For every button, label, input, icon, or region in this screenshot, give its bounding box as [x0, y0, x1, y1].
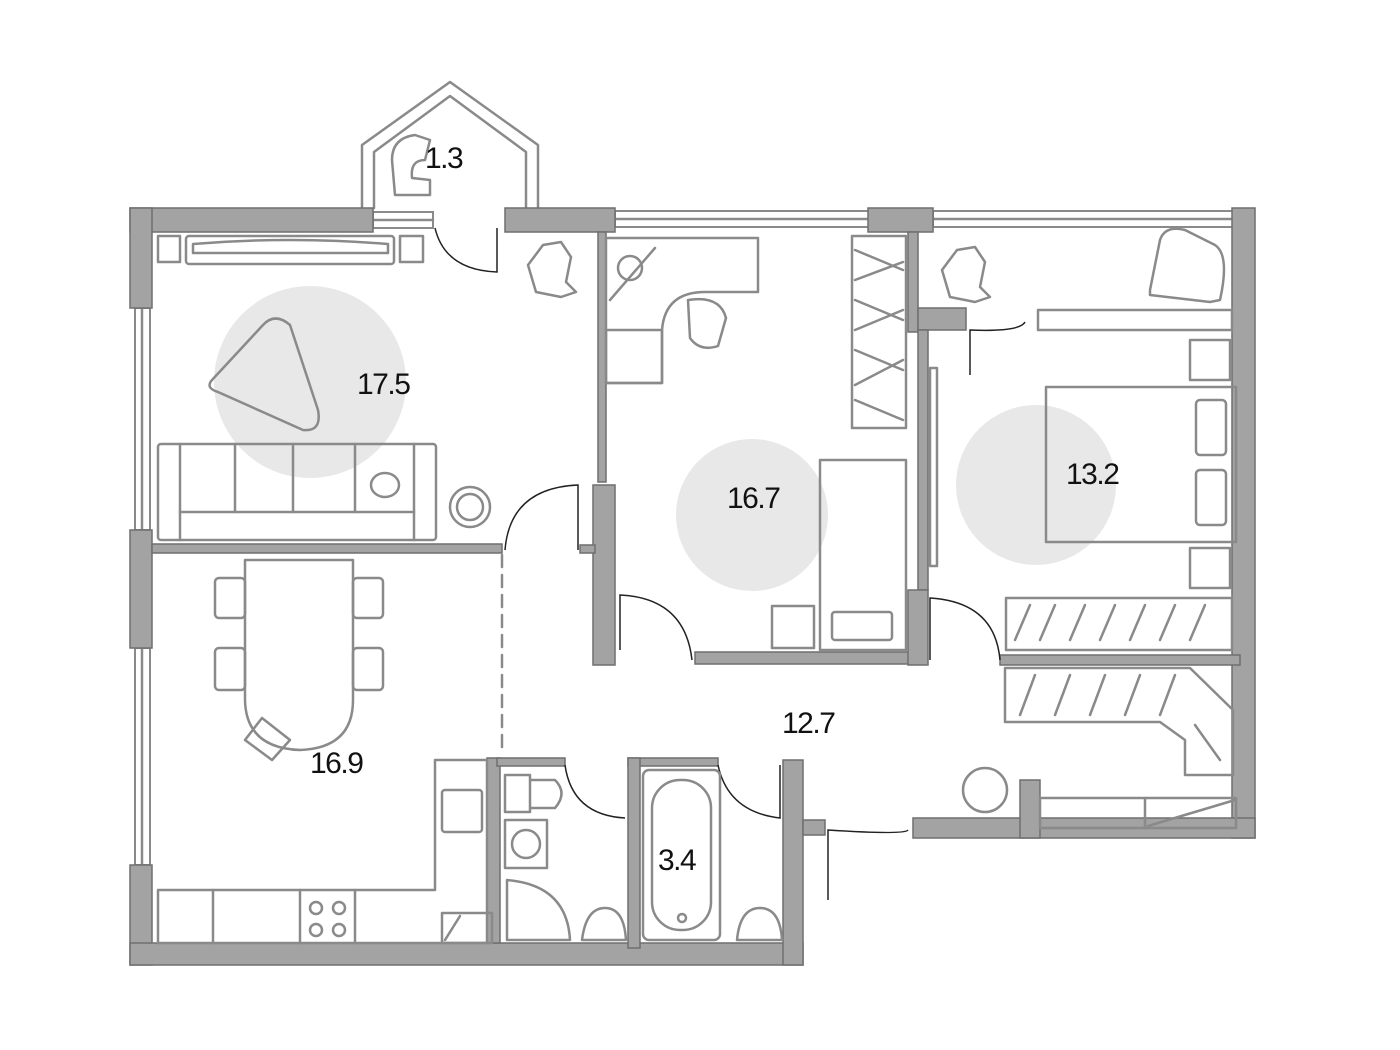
study-furniture [604, 234, 908, 652]
area-label-hallway: 12.7 [782, 707, 835, 740]
sofa [156, 442, 438, 542]
kitchen-furniture [156, 558, 494, 945]
office-chair [686, 297, 728, 349]
desk [604, 236, 760, 385]
sink-icon [580, 906, 628, 942]
washing-machine-icon [503, 818, 549, 870]
robot-vacuum-icon [448, 485, 492, 529]
balcony [360, 80, 540, 210]
bedroom-zone [956, 405, 1116, 565]
toilet-icon [503, 773, 563, 814]
bathtub-icon [641, 768, 722, 942]
hall-bedroom-door [929, 597, 1001, 661]
living-furniture [156, 234, 578, 542]
entrance-door [827, 829, 909, 900]
wardrobe-2 [1004, 596, 1234, 652]
bath-door [717, 764, 781, 819]
plant-icon-2 [940, 245, 992, 304]
toilet-door [564, 764, 626, 819]
stove-icon [308, 900, 347, 938]
chairs [213, 576, 385, 762]
bedroom-furniture [928, 227, 1238, 652]
wardrobe [850, 234, 908, 430]
doors[interactable] [434, 227, 1026, 900]
balcony-door [434, 227, 498, 273]
area-label-kitchen: 16.9 [310, 747, 363, 780]
area-label-balcony: 1.3 [425, 142, 463, 175]
armchair-icon-2 [1148, 227, 1226, 304]
kitchen-counter [156, 758, 489, 945]
double-bed [1044, 385, 1238, 544]
living-door [504, 484, 579, 551]
shoe-cabinet [1038, 796, 1238, 830]
globe-icon [616, 254, 644, 282]
coffee-table [208, 317, 320, 432]
walls [129, 207, 1256, 966]
cat-icon [369, 471, 401, 499]
plant-icon [526, 240, 578, 299]
shower-icon [505, 878, 572, 942]
bathroom-fixtures [503, 768, 784, 942]
bedroom-door [969, 321, 1026, 375]
armchair-icon [390, 133, 432, 197]
study-door [619, 594, 693, 661]
bed [818, 458, 908, 652]
hallway-furniture [961, 666, 1238, 830]
sink-icon-2 [735, 906, 784, 942]
area-label-study: 16.7 [727, 482, 780, 515]
area-label-living-room: 17.5 [357, 368, 410, 401]
study-zone [676, 439, 828, 591]
robot-vacuum-icon-2 [961, 766, 1009, 814]
dining-table [243, 558, 355, 752]
area-label-bathroom: 3.4 [658, 844, 696, 877]
corner-wardrobe [1003, 666, 1235, 777]
area-label-bedroom: 13.2 [1066, 458, 1119, 491]
